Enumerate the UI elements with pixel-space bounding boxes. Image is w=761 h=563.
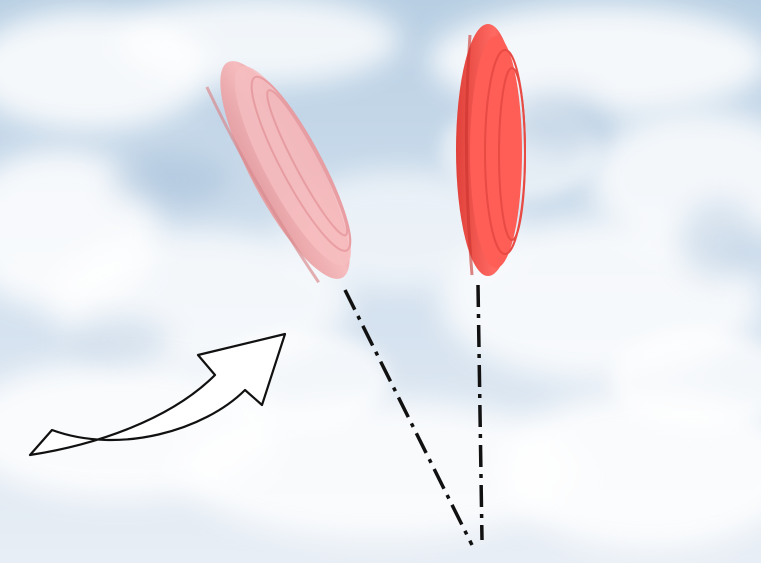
- upright-clay-target: [456, 24, 525, 276]
